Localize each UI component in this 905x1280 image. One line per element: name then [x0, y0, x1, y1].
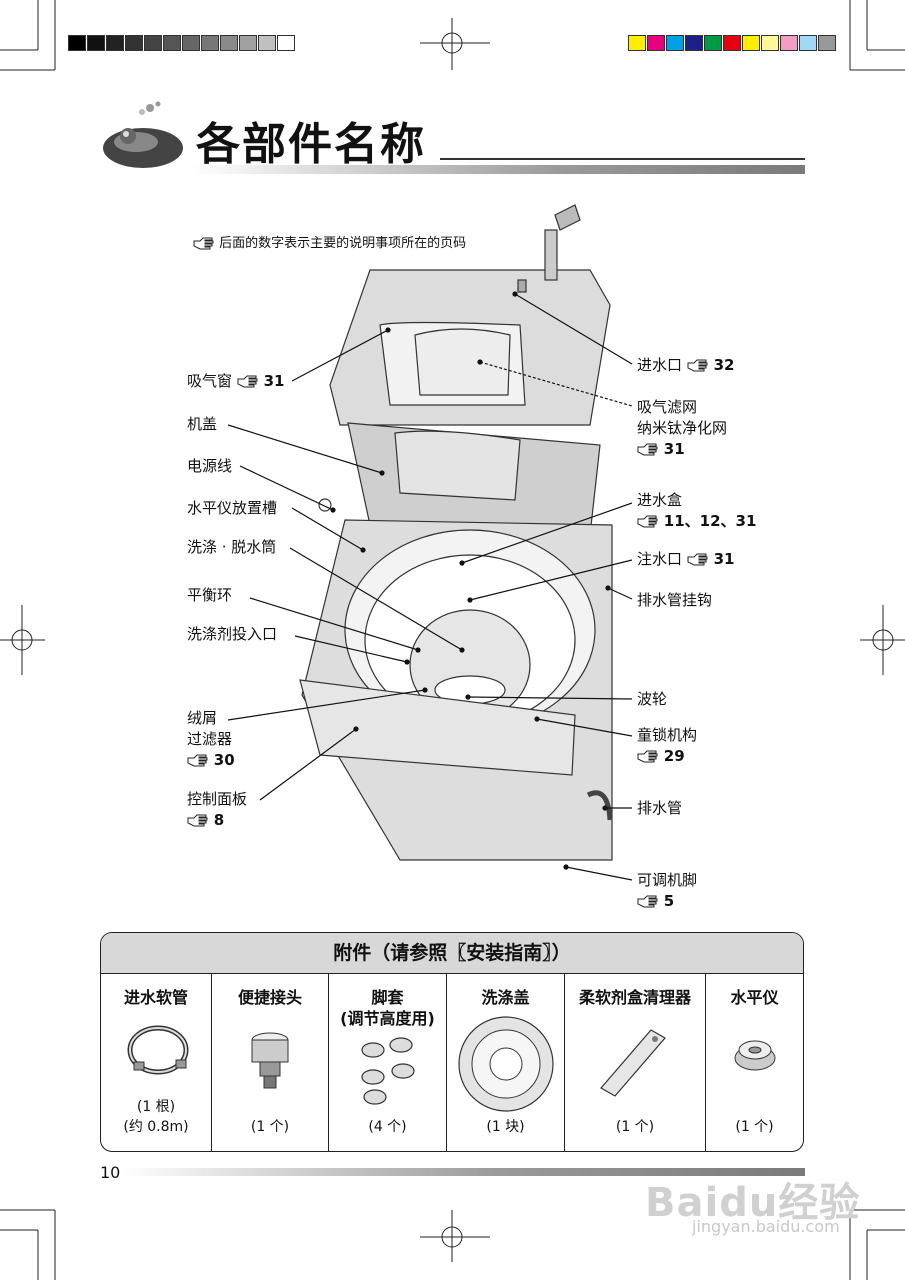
label-adjustable-foot: 可调机脚 5: [637, 871, 698, 910]
color-swatch: [685, 35, 703, 51]
color-swatch: [628, 35, 646, 51]
foot-cover-icon: [360, 1037, 415, 1105]
color-swatch: [87, 35, 105, 51]
color-swatch: [125, 35, 143, 51]
inlet-hose-icon: [127, 1025, 189, 1075]
color-swatch: [780, 35, 798, 51]
label-wash-drum: 洗涤 · 脱水筒: [187, 538, 277, 556]
accessories-table: 附件（请参照〖安装指南〗） 进水软管 (1 根) (约 0.8m) 便捷接头 (…: [100, 932, 804, 1152]
level-icon: [734, 1040, 775, 1071]
title-rule: [440, 158, 805, 160]
pointing-hand-icon: [187, 754, 208, 767]
pointing-hand-icon: [637, 443, 658, 456]
bubble-logo-icon: [103, 101, 183, 168]
watermark-url: jingyan.baidu.com: [692, 1217, 840, 1236]
accessory-wash-cover: 洗涤盖 (1 块): [447, 973, 565, 1151]
watermark-logo: Baidu经验: [645, 1180, 861, 1226]
color-swatch: [704, 35, 722, 51]
label-power-cord: 电源线: [187, 457, 233, 475]
accessory-softener-cleaner: 柔软剂盒清理器 (1 个): [565, 973, 706, 1151]
color-swatch: [106, 35, 124, 51]
color-swatch: [144, 35, 162, 51]
label-level-slot: 水平仪放置槽: [187, 499, 278, 517]
label-filling-port: 注水口 31: [637, 550, 735, 568]
label-detergent-inlet: 洗涤剂投入口: [187, 625, 278, 643]
label-drain-hose: 排水管: [637, 799, 683, 817]
label-pulsator: 波轮: [637, 690, 668, 708]
color-swatch: [68, 35, 86, 51]
label-inlet-box: 进水盒 11、12、31: [637, 491, 757, 530]
color-swatch: [723, 35, 741, 51]
label-child-lock: 童锁机构 29: [637, 726, 698, 765]
label-lint-filter: 绒屑 过滤器 30: [187, 709, 235, 769]
label-lid: 机盖: [187, 415, 218, 433]
connector-icon: [251, 1032, 289, 1089]
label-balance-ring: 平衡环: [187, 586, 233, 604]
color-swatch: [647, 35, 665, 51]
color-swatch: [742, 35, 760, 51]
accessory-quick-connector: 便捷接头 (1 个): [212, 973, 329, 1151]
label-air-filter: 吸气滤网 纳米钛净化网 31: [637, 398, 728, 458]
label-drain-hose-hook: 排水管挂钩: [637, 591, 713, 609]
pointing-hand-icon: [637, 750, 658, 763]
pointing-hand-icon: [237, 375, 258, 388]
cleaner-tool-icon: [600, 1029, 666, 1097]
color-swatch: [220, 35, 238, 51]
label-control-panel: 控制面板 8: [187, 790, 248, 829]
page-title: 各部件名称: [196, 119, 426, 170]
color-swatch: [818, 35, 836, 51]
page-reference-note: 后面的数字表示主要的说明事项所在的页码: [193, 232, 466, 251]
pointing-hand-icon: [187, 814, 208, 827]
color-swatch: [666, 35, 684, 51]
color-swatch: [258, 35, 276, 51]
pointing-hand-icon: [637, 895, 658, 908]
color-swatch: [761, 35, 779, 51]
color-swatch: [277, 35, 295, 51]
title-gradient-bar: [190, 165, 805, 174]
pointing-hand-icon: [637, 515, 658, 528]
accessory-level: 水平仪 (1 个): [730, 988, 779, 1135]
page-number: 10: [100, 1163, 121, 1182]
accessory-inlet-hose: 进水软管 (1 根) (约 0.8m): [101, 973, 212, 1151]
pointing-hand-icon: [193, 237, 214, 250]
footer-gradient-bar: [120, 1168, 805, 1176]
color-swatch: [799, 35, 817, 51]
label-air-intake-window: 吸气窗 31: [187, 372, 285, 390]
pointing-hand-icon: [687, 553, 708, 566]
wash-cover-icon: [457, 1016, 554, 1112]
color-swatch: [239, 35, 257, 51]
color-swatch: [163, 35, 181, 51]
note-text: 后面的数字表示主要的说明事项所在的页码: [219, 236, 467, 251]
label-water-inlet: 进水口 32: [637, 356, 735, 374]
accessories-title: 附件（请参照〖安装指南〗）: [101, 933, 803, 974]
accessory-foot-covers: 脚套(调节高度用) (4 个): [329, 973, 447, 1151]
color-swatch: [201, 35, 219, 51]
color-swatch: [182, 35, 200, 51]
washing-machine-illustration: [299, 204, 613, 861]
pointing-hand-icon: [687, 359, 708, 372]
